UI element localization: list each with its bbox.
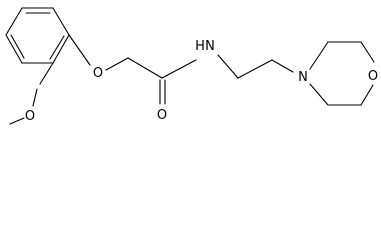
- methoxy-group: O: [9, 62, 54, 125]
- methoxy-oxygen-label: O: [25, 109, 35, 124]
- amide-nitrogen-label: N: [205, 39, 215, 54]
- aryloxy-linker: O: [68, 34, 163, 81]
- benzene-ring: [5, 7, 70, 64]
- ethyl-linker: [217, 54, 294, 79]
- aryl-ether-oxygen-label: O: [93, 66, 103, 81]
- structure-diagram: O O O H N N O: [5, 7, 378, 125]
- morpholine-nitrogen-label: N: [298, 70, 308, 85]
- morpholine-ring: N O: [298, 41, 378, 106]
- carbonyl-oxygen-label: O: [157, 108, 167, 123]
- molecule-svg: O O O H N N O: [5, 7, 378, 125]
- amide-nh: H N: [195, 39, 215, 54]
- morpholine-oxygen-label: O: [368, 69, 378, 84]
- amide-hydrogen-label: H: [195, 39, 205, 54]
- carbonyl-group: O: [157, 59, 197, 123]
